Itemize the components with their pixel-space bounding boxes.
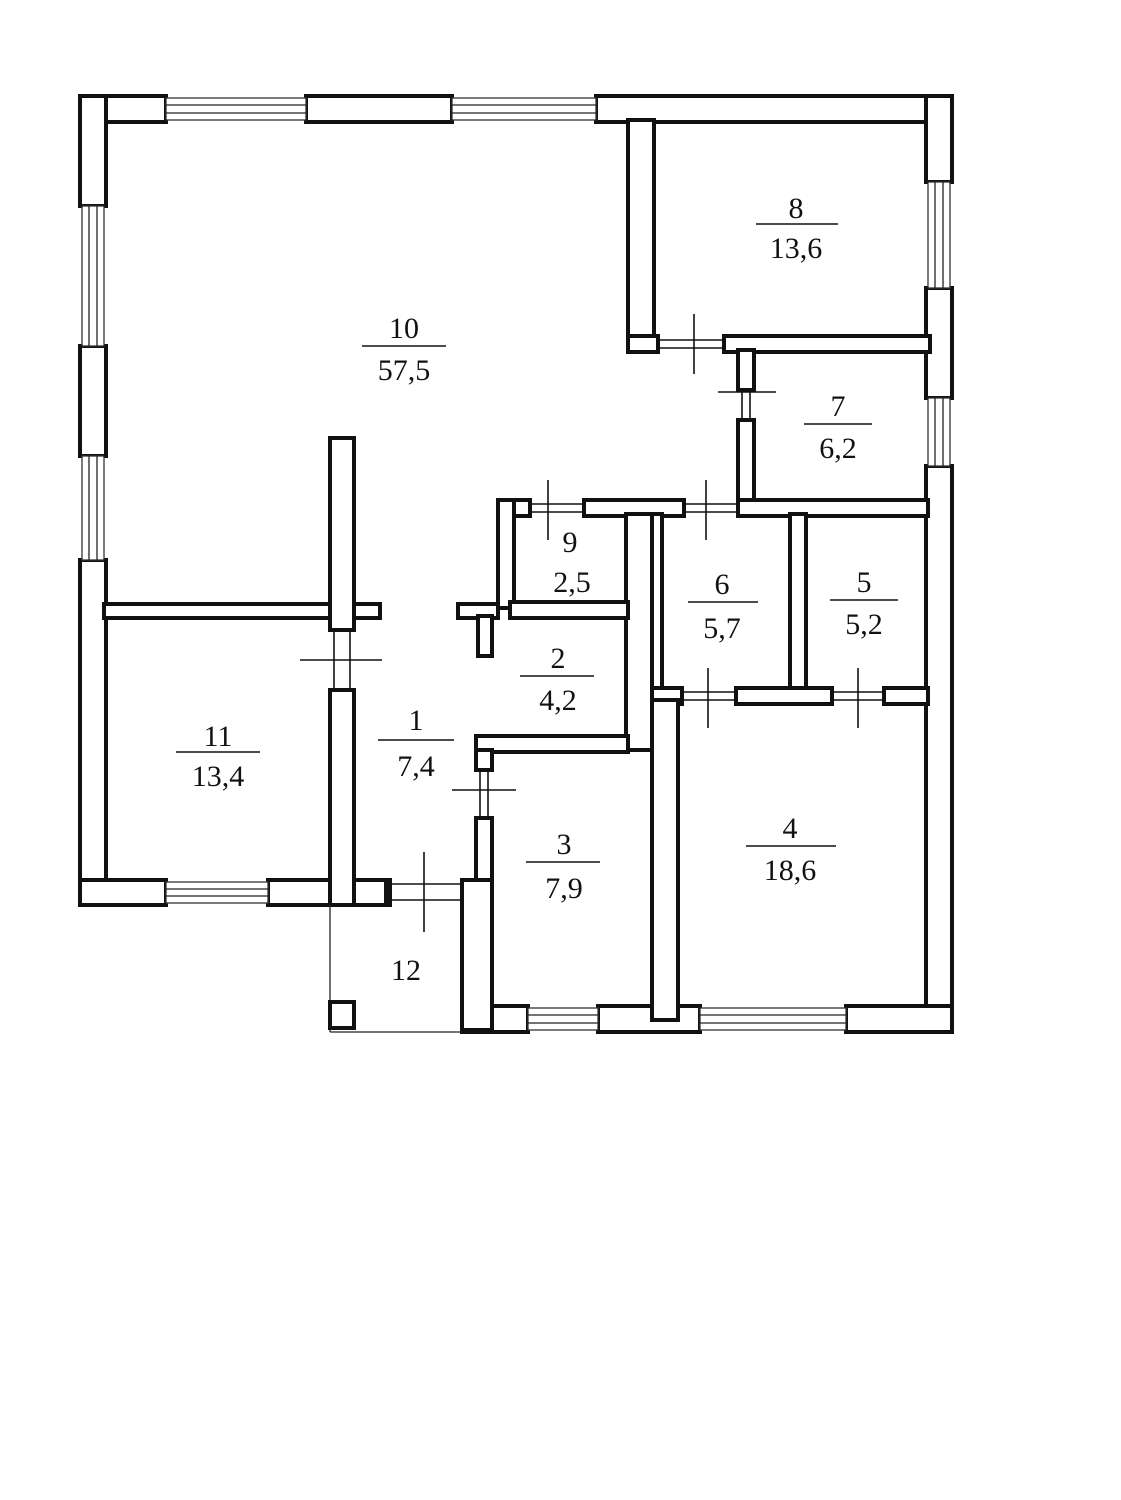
- window-right-1: [927, 181, 951, 289]
- door-entrance: [390, 852, 462, 932]
- window-top-2: [451, 97, 597, 121]
- room-8-label: 8 13,6: [756, 192, 838, 265]
- room-4-area: 18,6: [764, 854, 817, 887]
- room-5-area: 5,2: [845, 608, 883, 641]
- room-6-label: 6 5,7: [688, 568, 758, 645]
- windows: [81, 97, 951, 1031]
- room-2-number: 2: [551, 642, 566, 675]
- room-4-number: 4: [783, 812, 798, 845]
- room-4-label: 4 18,6: [746, 812, 836, 887]
- window-bottom-left: [165, 881, 269, 904]
- room-8-area: 13,6: [770, 232, 823, 265]
- room-1-label: 1 7,4: [378, 704, 454, 783]
- room-10-label: 10 57,5: [362, 312, 446, 387]
- room-5-number: 5: [857, 566, 872, 599]
- door-room-9: [530, 480, 584, 540]
- room-6-number: 6: [715, 568, 730, 601]
- window-left-2: [81, 455, 105, 561]
- door-room-11: [300, 630, 382, 690]
- room-labels: 10 57,5 8 13,6 7 6,2 9 2,5 6 5,7 5 5,2: [176, 192, 898, 987]
- room-1-area: 7,4: [397, 750, 435, 783]
- room-7-area: 6,2: [819, 432, 857, 465]
- room-2-area: 4,2: [539, 684, 577, 717]
- room-8-number: 8: [789, 192, 804, 225]
- room-9-number: 9: [563, 526, 578, 559]
- door-room-3: [452, 770, 516, 818]
- window-top-1: [165, 97, 307, 121]
- door-room-5: [832, 668, 884, 728]
- window-right-2: [927, 397, 951, 467]
- room-6-area: 5,7: [703, 612, 741, 645]
- room-5-label: 5 5,2: [830, 566, 898, 641]
- room-7-number: 7: [831, 390, 846, 423]
- door-room-7: [718, 390, 776, 420]
- room-12-number: 12: [391, 954, 421, 987]
- window-bottom-4: [699, 1007, 847, 1031]
- window-left-1: [81, 205, 105, 347]
- room-3-label: 3 7,9: [526, 828, 600, 905]
- room-1-number: 1: [409, 704, 424, 737]
- room-11-number: 11: [204, 720, 233, 753]
- room-10-number: 10: [389, 312, 419, 345]
- door-room-8: [658, 314, 724, 374]
- room-9-area: 2,5: [553, 566, 591, 599]
- room-11-label: 11 13,4: [176, 720, 260, 793]
- room-12-label: 12: [391, 954, 421, 987]
- porch: [328, 905, 462, 1033]
- door-room-6-top: [684, 480, 738, 540]
- window-bottom-3: [527, 1007, 599, 1031]
- room-2-label: 2 4,2: [520, 642, 594, 717]
- doors: [300, 314, 884, 932]
- room-3-number: 3: [557, 828, 572, 861]
- room-9-label: 9 2,5: [553, 526, 591, 599]
- room-7-label: 7 6,2: [804, 390, 872, 465]
- interior-walls: [102, 118, 932, 1032]
- room-3-area: 7,9: [545, 872, 583, 905]
- outer-walls: [78, 94, 954, 1034]
- door-room-6-bottom: [682, 668, 736, 728]
- room-11-area: 13,4: [192, 760, 245, 793]
- room-10-area: 57,5: [378, 354, 431, 387]
